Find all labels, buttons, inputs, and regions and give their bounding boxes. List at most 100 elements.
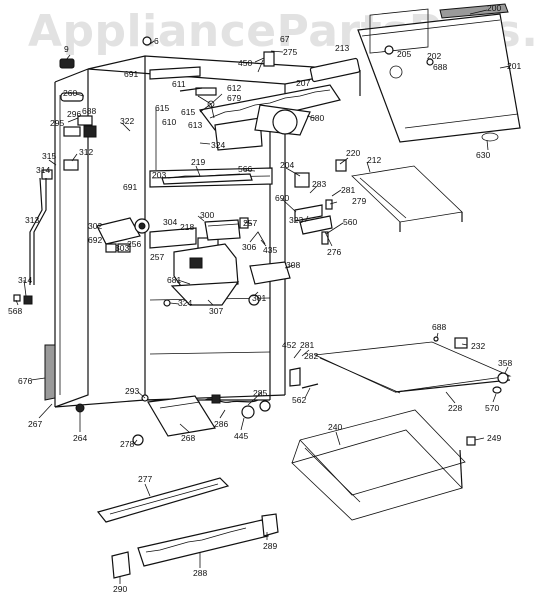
part-324 [163, 299, 171, 307]
part-label-202: 202 [427, 51, 442, 61]
part-label-203: 203 [152, 170, 167, 180]
part-label-301: 301 [252, 293, 267, 303]
part-label-313: 313 [25, 215, 40, 225]
part-label-611: 611 [172, 79, 186, 89]
part-label-286: 286 [214, 419, 229, 429]
ice-tray-213 [309, 57, 361, 83]
part-label-276: 276 [327, 247, 342, 257]
part-label-691-top: 691 [124, 69, 139, 79]
part-label-314-top: 314 [36, 165, 51, 175]
part-label-630: 630 [476, 150, 491, 160]
part-560 [321, 231, 329, 245]
basket-240 [291, 409, 466, 521]
part-label-256: 256 [127, 239, 142, 249]
part-276 [299, 215, 333, 235]
part-label-613: 613 [188, 120, 203, 130]
part-label-560: 560 [343, 217, 358, 227]
part-label-315: 315 [42, 151, 57, 161]
part-label-304: 304 [163, 217, 178, 227]
part-label-257-mid: 257 [150, 252, 165, 262]
part-label-452: 452 [282, 340, 297, 350]
part-label-260: 260 [63, 88, 78, 98]
part-label-207: 207 [296, 78, 311, 88]
part-label-232: 232 [471, 341, 486, 351]
part-label-219: 219 [191, 157, 206, 167]
part-314 [23, 295, 33, 305]
part-label-314-bottom: 314 [18, 275, 33, 285]
part-label-680: 680 [310, 113, 325, 123]
part-label-268: 268 [181, 433, 196, 443]
part-label-205: 205 [397, 49, 412, 59]
part-label-688-right: 688 [432, 322, 447, 332]
part-label-257-top: 257 [243, 218, 258, 228]
part-label-249: 249 [487, 433, 502, 443]
part-690 [294, 204, 323, 222]
part-label-324-top: 324 [211, 140, 226, 150]
control-housing [96, 217, 291, 306]
part-612 [195, 87, 217, 96]
part-label-435: 435 [263, 245, 278, 255]
part-676 [44, 344, 56, 401]
part-label-289: 289 [263, 541, 278, 551]
part-label-676: 676 [18, 376, 33, 386]
part-label-690: 690 [275, 193, 290, 203]
part-688 [433, 336, 439, 342]
shelf-228 [313, 341, 512, 394]
part-label-281-top: 281 [341, 185, 356, 195]
part-label-300: 300 [200, 210, 215, 220]
part-202 [426, 58, 434, 66]
leader-lines [15, 9, 511, 584]
part-label-691-mid: 691 [123, 182, 138, 192]
part-label-281-bottom: 281 [300, 340, 315, 350]
part-6 [142, 36, 152, 46]
evaporator-cover-panel [357, 3, 521, 143]
part-249 [466, 436, 476, 446]
part-label-212: 212 [367, 155, 382, 165]
part-label-679: 679 [227, 93, 242, 103]
part-label-324-bottom: 324 [178, 298, 193, 308]
part-label-240: 240 [328, 422, 343, 432]
cabinet-shell [54, 55, 361, 408]
part-label-267: 267 [28, 419, 43, 429]
part-204 [294, 172, 310, 188]
part-label-285: 285 [253, 388, 268, 398]
water-tube-313 [33, 178, 47, 285]
part-label-293: 293 [125, 386, 140, 396]
shelf-212 [351, 165, 463, 232]
part-358 [497, 372, 509, 384]
part-label-307: 307 [209, 306, 224, 316]
part-label-201: 201 [507, 61, 522, 71]
part-9 [59, 58, 75, 69]
part-label-612: 612 [227, 83, 242, 93]
part-label-688-top: 688 [433, 62, 448, 72]
part-label-6: 6 [154, 36, 159, 46]
part-label-200: 200 [487, 3, 502, 13]
part-label-570: 570 [485, 403, 500, 413]
part-label-296: 296 [67, 109, 82, 119]
part-label-568: 568 [8, 306, 23, 316]
part-label-218: 218 [180, 222, 195, 232]
part-label-67: 67 [280, 34, 290, 44]
part-label-275: 275 [283, 47, 298, 57]
part-label-610: 610 [162, 117, 177, 127]
part-label-566: 566 [238, 164, 253, 174]
part-label-312: 312 [79, 147, 94, 157]
bottom-parts [75, 394, 279, 579]
part-label-302: 302 [88, 221, 103, 231]
part-label-692: 692 [88, 235, 103, 245]
part-570 [492, 386, 502, 394]
part-label-615-right: 615 [181, 107, 196, 117]
part-label-322: 322 [120, 116, 135, 126]
part-label-213: 213 [335, 43, 350, 53]
part-232 [454, 337, 468, 349]
part-452 [289, 367, 301, 387]
part-label-681: 681 [167, 275, 182, 285]
part-label-283: 283 [312, 179, 327, 189]
part-label-445: 445 [234, 431, 249, 441]
part-205 [384, 45, 394, 55]
part-279 [325, 199, 333, 210]
part-label-277: 277 [138, 474, 153, 484]
part-label-323: 323 [289, 215, 304, 225]
